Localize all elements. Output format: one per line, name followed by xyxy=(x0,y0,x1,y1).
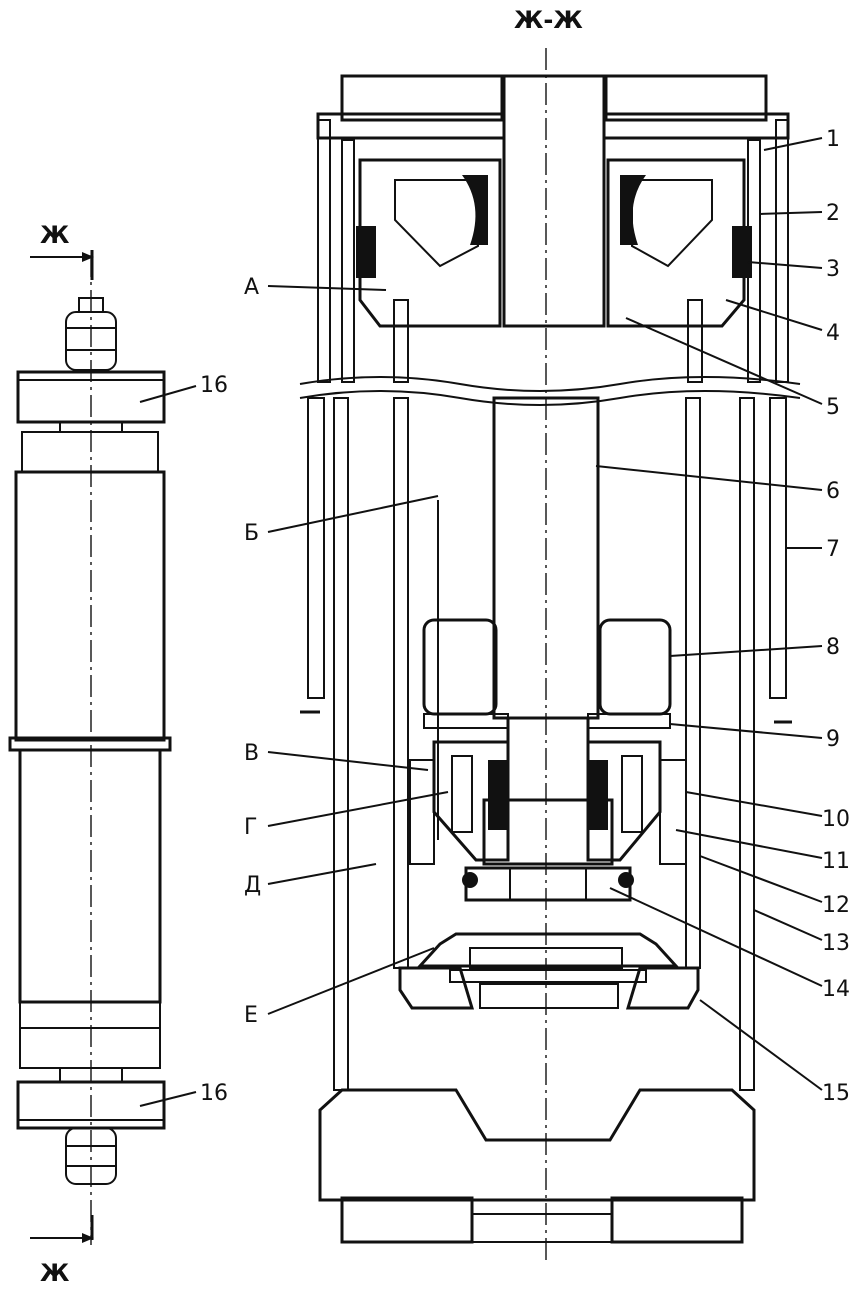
section-title: Ж-Ж xyxy=(514,6,583,34)
callout-8: 8 xyxy=(826,635,840,660)
reservoir-bottom xyxy=(318,1088,756,1202)
callout-5: 5 xyxy=(826,395,840,420)
callout-9: 9 xyxy=(826,727,840,752)
callout-16-bottom: 16 xyxy=(200,1081,228,1106)
dust-cover-left xyxy=(307,397,325,699)
dust-cover-right xyxy=(769,397,787,699)
leader-lines xyxy=(267,137,823,1091)
oil-seal-left xyxy=(462,175,488,245)
piston-rod-upper xyxy=(502,74,606,328)
cap-plate-left xyxy=(316,112,506,140)
cap-plate-right xyxy=(602,112,790,140)
rebound-buffer-right xyxy=(598,618,672,716)
piston-nut xyxy=(482,798,614,866)
upper-cap xyxy=(21,431,159,473)
callout-4: 4 xyxy=(826,321,840,346)
piston-washer xyxy=(464,866,632,902)
top-eye-left xyxy=(340,74,504,122)
cylinder-wall-left xyxy=(393,397,409,969)
callout-2: 2 xyxy=(826,201,840,226)
valve-body-left xyxy=(398,966,475,1010)
cut-mark-top: Ж xyxy=(40,221,70,249)
callout-11: 11 xyxy=(822,849,850,874)
rebound-buffer-left xyxy=(422,618,498,716)
lower-casing xyxy=(18,748,162,1004)
dust-cover-top-left xyxy=(317,119,331,383)
cylinder-wall-right xyxy=(685,397,701,969)
valve-body-right xyxy=(625,966,700,1010)
callout-1: 1 xyxy=(826,127,840,152)
bottom-eye-right xyxy=(610,1196,744,1244)
section-view xyxy=(299,48,801,1262)
callout-10: 10 xyxy=(822,807,850,832)
rod-guide-right xyxy=(606,158,746,328)
piston-left xyxy=(432,740,510,862)
callout-15: 15 xyxy=(822,1081,850,1106)
piston-ring-left xyxy=(409,759,435,865)
cut-mark-bottom: Ж xyxy=(40,1259,70,1287)
upper-casing xyxy=(14,470,166,742)
callout-12: 12 xyxy=(822,893,850,918)
piston-right xyxy=(586,740,662,862)
callout-V: В xyxy=(244,741,259,766)
bottom-nut xyxy=(65,1127,117,1185)
callout-7: 7 xyxy=(826,537,840,562)
compression-valve-cage xyxy=(416,932,680,968)
piston-ring-right xyxy=(659,759,687,865)
oil-seal-right xyxy=(620,175,646,245)
callout-14: 14 xyxy=(822,977,850,1002)
bottom-eye-left xyxy=(340,1196,474,1244)
callout-16-top: 16 xyxy=(200,373,228,398)
piston-nut-body xyxy=(506,716,590,802)
dust-cover-top-right xyxy=(775,119,789,383)
callout-B: Б xyxy=(244,521,259,546)
callout-3: 3 xyxy=(826,257,840,282)
side-view xyxy=(8,250,197,1245)
callout-6: 6 xyxy=(826,479,840,504)
top-eye-right xyxy=(604,74,768,122)
callout-D: Д xyxy=(244,873,261,898)
reservoir-wall-right xyxy=(739,397,755,1091)
callout-13: 13 xyxy=(822,931,850,956)
callout-A: А xyxy=(244,275,259,300)
break-line-upper xyxy=(299,376,801,392)
callout-E: Е xyxy=(244,1003,258,1028)
callout-G: Г xyxy=(244,815,257,840)
